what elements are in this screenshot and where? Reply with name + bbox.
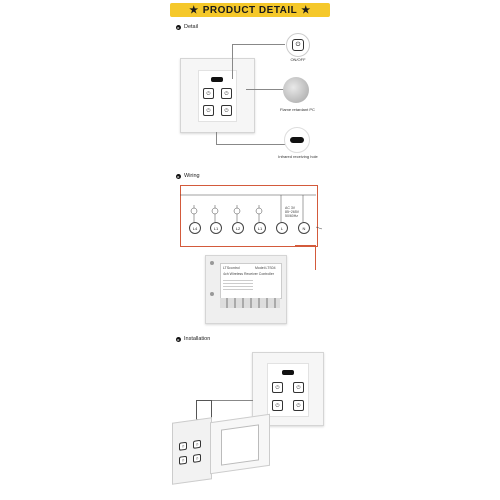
switch-button-3: ⏻	[272, 400, 283, 411]
module-terminal-strip	[220, 298, 280, 308]
infrared-window	[282, 370, 294, 375]
callout-onoff-label: ON/OFF	[290, 57, 306, 62]
product-detail-banner: ★ PRODUCT DETAIL ★	[170, 3, 330, 17]
switch-button-4: ⏻	[293, 400, 304, 411]
terminal-l1: L1	[210, 222, 222, 234]
installation-base-plate: ⏻ ⏻ ⏻ ⏻	[172, 417, 212, 485]
power-spec-line: 50/60Hz	[285, 214, 299, 218]
switch-button-4: ⏻	[221, 105, 232, 116]
switch-button: ⏻	[179, 455, 187, 465]
switch-button-2: ⏻	[293, 382, 304, 393]
module-label-card: LTScontrol Model:LTS04 4ch Wireless Rece…	[220, 263, 282, 299]
power-spec: AC 3V 85~265V 50/60Hz	[285, 206, 299, 218]
arrow-icon: ▸	[176, 336, 181, 342]
onoff-icon-circle: ⏻	[286, 33, 310, 57]
switch-button: ⏻	[193, 453, 201, 463]
switch-button-3: ⏻	[203, 105, 214, 116]
infrared-window	[211, 77, 223, 82]
module-model: Model:LTS04	[255, 266, 276, 270]
module-brand: LTScontrol	[223, 266, 240, 270]
terminal-l4: L4	[189, 222, 201, 234]
wiring-connector-line	[295, 245, 316, 270]
installation-front-panel: ⏻ ⏻ ⏻ ⏻	[252, 352, 324, 426]
leader-line-onoff	[232, 44, 285, 79]
ir-hole-sample	[284, 127, 310, 153]
star-icon: ★	[301, 4, 311, 16]
callout-ir-label: Infrared receiving hole	[278, 154, 318, 159]
power-spec-line: 85~265V	[285, 210, 300, 214]
installation-switch-face: ⏻ ⏻ ⏻ ⏻	[267, 363, 309, 417]
power-icon: ⏻	[292, 39, 304, 51]
module-subtitle: 4ch Wireless Receiver Controller	[223, 272, 274, 276]
mounting-hole	[210, 292, 214, 296]
switch-button-1: ⏻	[203, 88, 214, 99]
section-installation-heading: ▸ Installation	[176, 336, 210, 342]
arrow-icon: ▸	[176, 173, 181, 179]
module-back: LTScontrol Model:LTS04 4ch Wireless Rece…	[205, 255, 287, 324]
mounting-hole	[210, 261, 214, 265]
banner-title: PRODUCT DETAIL	[202, 4, 298, 16]
ir-hole	[290, 137, 304, 143]
arrow-icon: ▸	[176, 24, 181, 30]
installation-leader-line	[203, 400, 253, 401]
leader-line-flame	[246, 89, 286, 90]
wiring-diagram-box	[180, 185, 318, 247]
switch-button-2: ⏻	[221, 88, 232, 99]
power-spec-line: AC 3V	[285, 206, 296, 210]
section-wiring-heading: ▸ Wiring	[176, 173, 200, 179]
detail-switch-panel: ⏻ ⏻ ⏻ ⏻	[180, 58, 255, 133]
section-detail-heading: ▸ Detail	[176, 24, 198, 30]
flame-retardant-sample	[283, 77, 309, 103]
detail-switch-face: ⏻ ⏻ ⏻ ⏻	[198, 70, 237, 122]
terminal-l2: L2	[232, 222, 244, 234]
installation-frame	[210, 413, 270, 475]
section-wiring-label: Wiring	[184, 173, 200, 179]
switch-button: ⏻	[179, 441, 187, 451]
terminal-l1b: L1	[254, 222, 266, 234]
frame-opening	[221, 424, 259, 466]
switch-button-1: ⏻	[272, 382, 283, 393]
module-spec-lines	[223, 278, 253, 292]
section-installation-label: Installation	[184, 336, 211, 342]
leader-line-ir	[216, 132, 287, 145]
star-icon: ★	[189, 4, 199, 16]
terminal-l: L	[276, 222, 288, 234]
callout-flame-label: Flame retardant PC	[280, 107, 315, 112]
terminal-n: N	[298, 222, 310, 234]
section-detail-label: Detail	[184, 24, 199, 30]
switch-button: ⏻	[193, 439, 201, 449]
